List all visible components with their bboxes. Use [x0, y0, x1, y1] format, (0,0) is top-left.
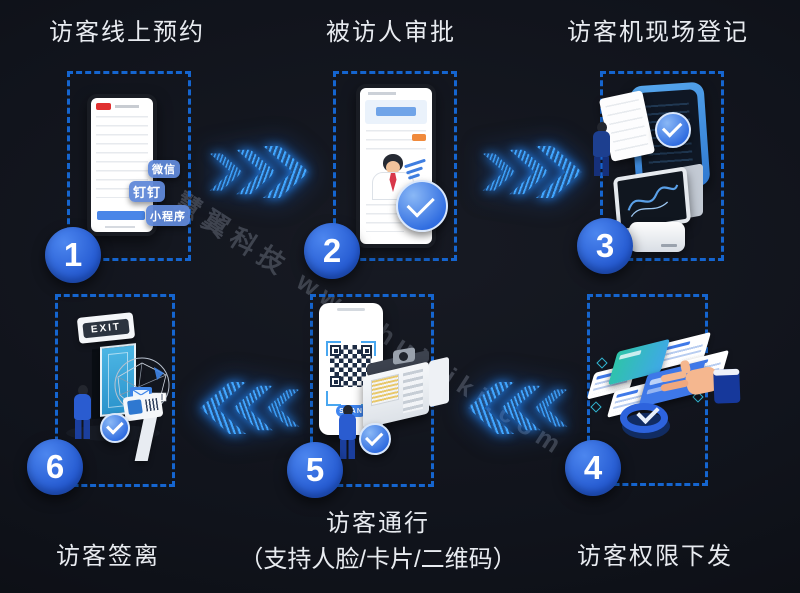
- accent-diamond-icon: [590, 401, 602, 413]
- step-5-label: 访客通行: [326, 510, 430, 537]
- tag-dingtalk: 钉钉: [129, 181, 165, 202]
- phone-header-line: [115, 105, 139, 108]
- approve-check-icon: [396, 180, 448, 232]
- kiosk-screen-icon: [612, 166, 692, 234]
- app-banner: [365, 100, 427, 124]
- status-chip: [412, 134, 426, 141]
- tag-miniprogram: 小程序: [146, 205, 190, 226]
- step-4-illustration: [586, 297, 741, 483]
- phone-statusbar: [368, 92, 396, 95]
- permission-check-ring-icon: [620, 400, 668, 433]
- flow-arrow-right-icon: [203, 146, 309, 198]
- step-2-illustration: [336, 74, 454, 258]
- step-1-title: 访客线上预约: [49, 19, 205, 46]
- step-3-title: 访客机现场登记: [567, 19, 749, 46]
- step-4-frame: [586, 294, 741, 486]
- app-logo-chip: [96, 103, 111, 110]
- step-5-number: 5: [287, 442, 343, 498]
- step-6-label: 访客签离: [56, 543, 160, 570]
- sleeve: [713, 368, 741, 404]
- pass-check-icon: [359, 423, 391, 455]
- step-3-illustration: [593, 74, 721, 258]
- step-4-number: 4: [565, 440, 621, 496]
- passing-person-icon: [339, 405, 356, 459]
- flow-arrow-right-icon: [476, 146, 582, 198]
- step-6-illustration: EXIT: [58, 297, 172, 484]
- kiosk-base: [629, 222, 685, 252]
- step-3-number: 3: [577, 218, 633, 274]
- step-5-frame: SCAN: [310, 294, 449, 487]
- exit-sign-label: EXIT: [82, 318, 130, 338]
- banner-brand-text-shape: [376, 107, 416, 116]
- step-1-illustration: 微信 钉钉 小程序: [70, 74, 190, 258]
- step-2-number: 2: [304, 223, 360, 279]
- step-1-frame: 微信 钉钉 小程序: [67, 71, 191, 261]
- register-check-icon: [655, 112, 691, 148]
- flow-arrow-left-icon: [200, 382, 306, 434]
- step-6-frame: EXIT: [55, 294, 175, 487]
- signout-check-icon: [100, 413, 130, 443]
- booking-phone-icon: [87, 94, 157, 236]
- access-gate-icon: [359, 347, 449, 445]
- staff-person-icon: [593, 122, 610, 176]
- bust-face: [386, 161, 400, 174]
- stand-reader-icon: [122, 392, 164, 422]
- leaving-person-icon: [74, 385, 91, 439]
- exit-sign: EXIT: [76, 312, 136, 344]
- scan-corner-icon: [361, 341, 376, 356]
- hand-icon: [660, 352, 750, 425]
- approval-form-rows: [366, 130, 426, 150]
- screen-graphics-icon: [627, 184, 679, 217]
- tag-wechat: 微信: [148, 160, 180, 178]
- step-3-frame: [593, 71, 724, 261]
- swoosh-arrows-icon: [404, 158, 428, 180]
- step-5-illustration: SCAN: [313, 297, 449, 484]
- bust-tie: [389, 173, 397, 192]
- step-2-title: 被访人审批: [326, 19, 456, 46]
- scan-corner-icon: [326, 341, 341, 356]
- step-2-frame: [333, 71, 457, 261]
- flow-arrow-left-icon: [468, 382, 574, 434]
- submit-button-shape: [97, 211, 145, 220]
- scan-corner-icon: [326, 391, 341, 406]
- step-6-number: 6: [27, 439, 83, 495]
- step-5-sublabel: （支持人脸/卡片/二维码）: [239, 546, 517, 573]
- accent-diamond-icon: [596, 357, 608, 369]
- phone-navbar: [105, 226, 135, 228]
- step-1-number: 1: [45, 227, 101, 283]
- step-4-label: 访客权限下发: [577, 543, 733, 570]
